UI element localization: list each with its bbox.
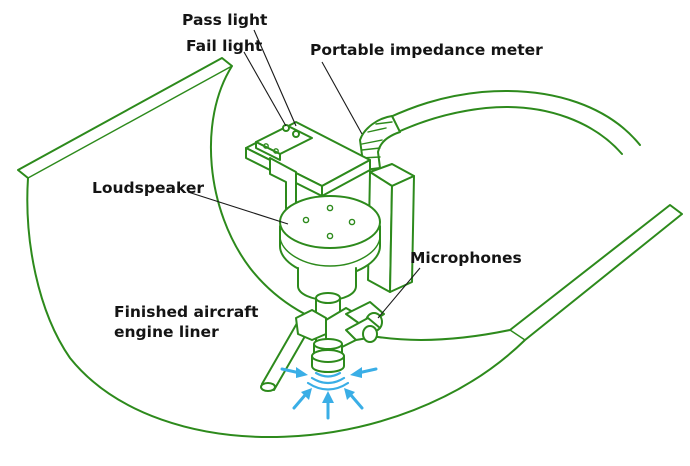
meter-cable [359,90,641,171]
loudspeaker-body [279,195,381,301]
meter-housing [367,163,415,293]
microphones-leader [377,267,421,319]
microphones-label: Microphones [410,249,522,267]
airflow-arrows [280,367,378,420]
engine-liner [17,57,683,438]
label-leaders [187,29,421,319]
sound-waves [306,371,350,391]
finished-liner-label-line1: Finished aircraft [114,303,259,321]
loudspeaker-leader [187,191,289,225]
pass-light-leader [253,29,297,127]
portable-impedance-meter-label: Portable impedance meter [310,41,543,59]
fail-light-label: Fail light [186,37,263,55]
impedance-meter-leader [321,61,363,135]
fail-light-indicator [292,130,300,138]
probe-assembly [260,292,385,392]
pass-light-label: Pass light [182,11,268,29]
loudspeaker-label: Loudspeaker [92,179,204,197]
finished-liner-label-line2: engine liner [114,323,219,341]
fail-light-leader [243,51,287,127]
